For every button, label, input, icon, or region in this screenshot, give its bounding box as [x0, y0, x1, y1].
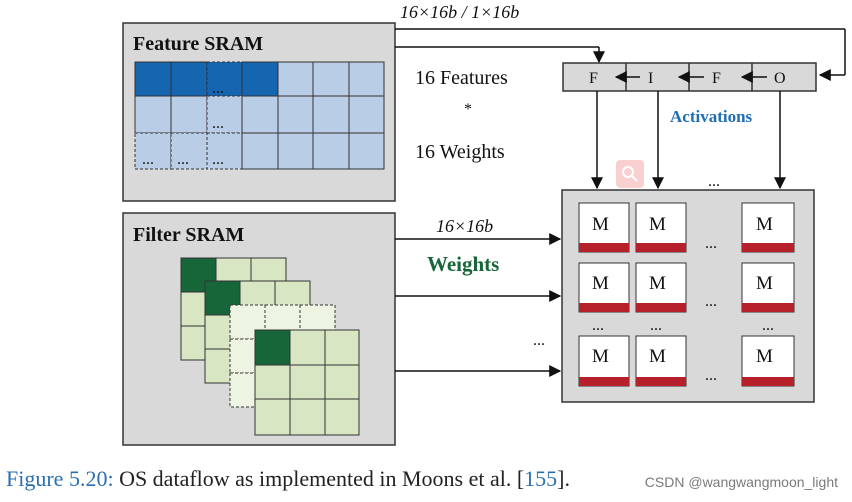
svg-text:M: M	[649, 214, 666, 235]
svg-text:M: M	[592, 273, 609, 294]
pe-cell: M	[578, 335, 630, 387]
pe-cell: M	[741, 262, 795, 313]
fifo-cell-i: I	[648, 70, 653, 87]
fifo-cell-f: F	[589, 70, 598, 87]
pe-ellipsis: ...	[592, 317, 604, 334]
pe-ellipsis: ...	[650, 317, 662, 334]
weight-arrows: 16×16b Weights ...	[395, 216, 562, 377]
feature-ellipsis: ...	[142, 151, 154, 168]
svg-text:M: M	[756, 346, 773, 367]
pe-ellipsis: ...	[705, 293, 717, 310]
fifo-cell-o: O	[774, 70, 786, 87]
svg-text:M: M	[649, 273, 666, 294]
watermark: CSDN @wangwangmoon_light	[644, 474, 838, 490]
figure-caption: Figure 5.20: OS dataflow as implemented …	[6, 466, 846, 500]
caption-end: ].	[557, 466, 570, 491]
pe-cell: M	[635, 335, 687, 387]
filter-width-label: 16×16b	[436, 216, 493, 236]
caption-text: OS dataflow as implemented in Moons et a…	[113, 466, 525, 491]
svg-text:M: M	[756, 214, 773, 235]
pe-cell: M	[635, 262, 687, 313]
filter-sram-title: Filter SRAM	[133, 224, 244, 246]
fifo-to-pe-arrows: ...	[591, 91, 786, 190]
times-symbol: *	[464, 101, 472, 118]
feature-ellipsis: ...	[212, 80, 224, 97]
pe-ellipsis: ...	[762, 317, 774, 334]
weights-count-label: 16 Weights	[415, 141, 505, 163]
feature-sram-panel: Feature SRAM ...	[122, 22, 396, 202]
pe-cell: M	[578, 262, 630, 313]
column-ellipsis: ...	[708, 173, 720, 190]
caption-reference[interactable]: 155	[524, 466, 558, 491]
caption-label: Figure 5.20:	[6, 466, 114, 491]
pe-ellipsis: ...	[705, 235, 717, 252]
filter-sram-panel: Filter SRAM	[122, 212, 396, 446]
feature-grid: ... ... ... ... ...	[134, 61, 385, 170]
feature-ellipsis: ...	[212, 151, 224, 168]
pe-cell: M	[741, 202, 795, 253]
bus-width-label: 16×16b / 1×16b	[400, 2, 519, 22]
fifo-cell-f2: F	[712, 70, 721, 87]
row-ellipsis: ...	[533, 332, 545, 349]
weights-label: Weights	[427, 252, 499, 276]
pe-cell: M	[635, 202, 687, 253]
pe-ellipsis: ...	[705, 367, 717, 384]
pe-cell: M	[578, 202, 630, 253]
svg-text:M: M	[592, 214, 609, 235]
features-label: 16 Features	[415, 67, 508, 89]
svg-text:M: M	[592, 346, 609, 367]
fifo-chain: F I F O	[562, 62, 817, 92]
feature-ellipsis: ...	[177, 151, 189, 168]
svg-text:M: M	[649, 346, 666, 367]
filter-grid-4	[254, 329, 360, 436]
search-icon	[616, 160, 644, 188]
pe-cell: M	[741, 335, 795, 387]
feature-ellipsis: ...	[212, 115, 224, 132]
svg-text:M: M	[756, 273, 773, 294]
pe-array: M M ... M M M ... M .	[561, 189, 815, 403]
feature-bus: 16×16b / 1×16b	[395, 2, 846, 81]
activations-label: Activations	[670, 107, 753, 126]
feature-sram-title: Feature SRAM	[133, 33, 263, 55]
